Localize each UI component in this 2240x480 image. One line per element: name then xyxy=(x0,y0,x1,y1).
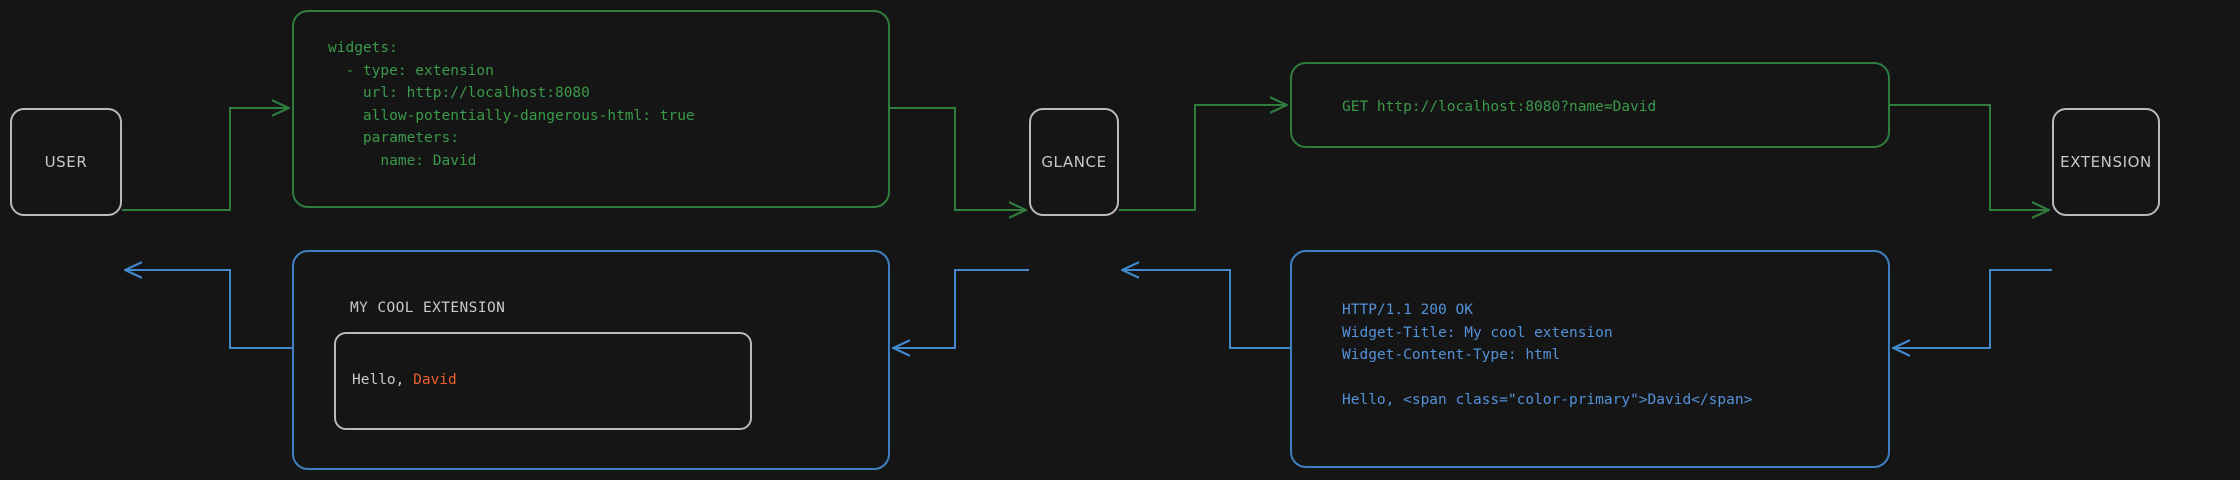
widget-body-text: Hello, David xyxy=(352,372,457,388)
widget-name-highlight: David xyxy=(413,372,457,388)
node-glance-label: GLANCE xyxy=(1041,153,1107,171)
node-extension[interactable]: EXTENSION xyxy=(2052,108,2160,216)
edge-response-to-glance xyxy=(1123,270,1290,349)
edge-user-to-yaml xyxy=(122,108,288,211)
edge-extension-to-response xyxy=(1894,269,2052,348)
edge-request-to-extension xyxy=(1890,104,2048,210)
edge-widget-to-user xyxy=(126,270,292,349)
node-glance[interactable]: GLANCE xyxy=(1029,108,1119,216)
widget-content-box: Hello, David xyxy=(334,332,752,430)
widget-greeting-text: Hello, xyxy=(352,372,414,388)
panel-http-request: GET http://localhost:8080?name=David xyxy=(1290,62,1890,148)
node-user-label: USER xyxy=(44,153,88,171)
widget-title: MY COOL EXTENSION xyxy=(350,300,506,316)
http-response-code: HTTP/1.1 200 OK Widget-Title: My cool ex… xyxy=(1342,302,1753,409)
node-user[interactable]: USER xyxy=(10,108,122,216)
panel-rendered-widget: MY COOL EXTENSION Hello, David xyxy=(292,250,890,470)
node-extension-label: EXTENSION xyxy=(2060,153,2152,171)
edge-yaml-to-glance xyxy=(890,107,1025,210)
yaml-config-code: widgets: - type: extension url: http://l… xyxy=(328,40,695,169)
http-request-code: GET http://localhost:8080?name=David xyxy=(1342,99,1657,115)
edge-glance-to-widget xyxy=(894,269,1029,348)
panel-yaml-config: widgets: - type: extension url: http://l… xyxy=(292,10,890,208)
edge-glance-to-request xyxy=(1119,105,1286,211)
panel-http-response: HTTP/1.1 200 OK Widget-Title: My cool ex… xyxy=(1290,250,1890,468)
